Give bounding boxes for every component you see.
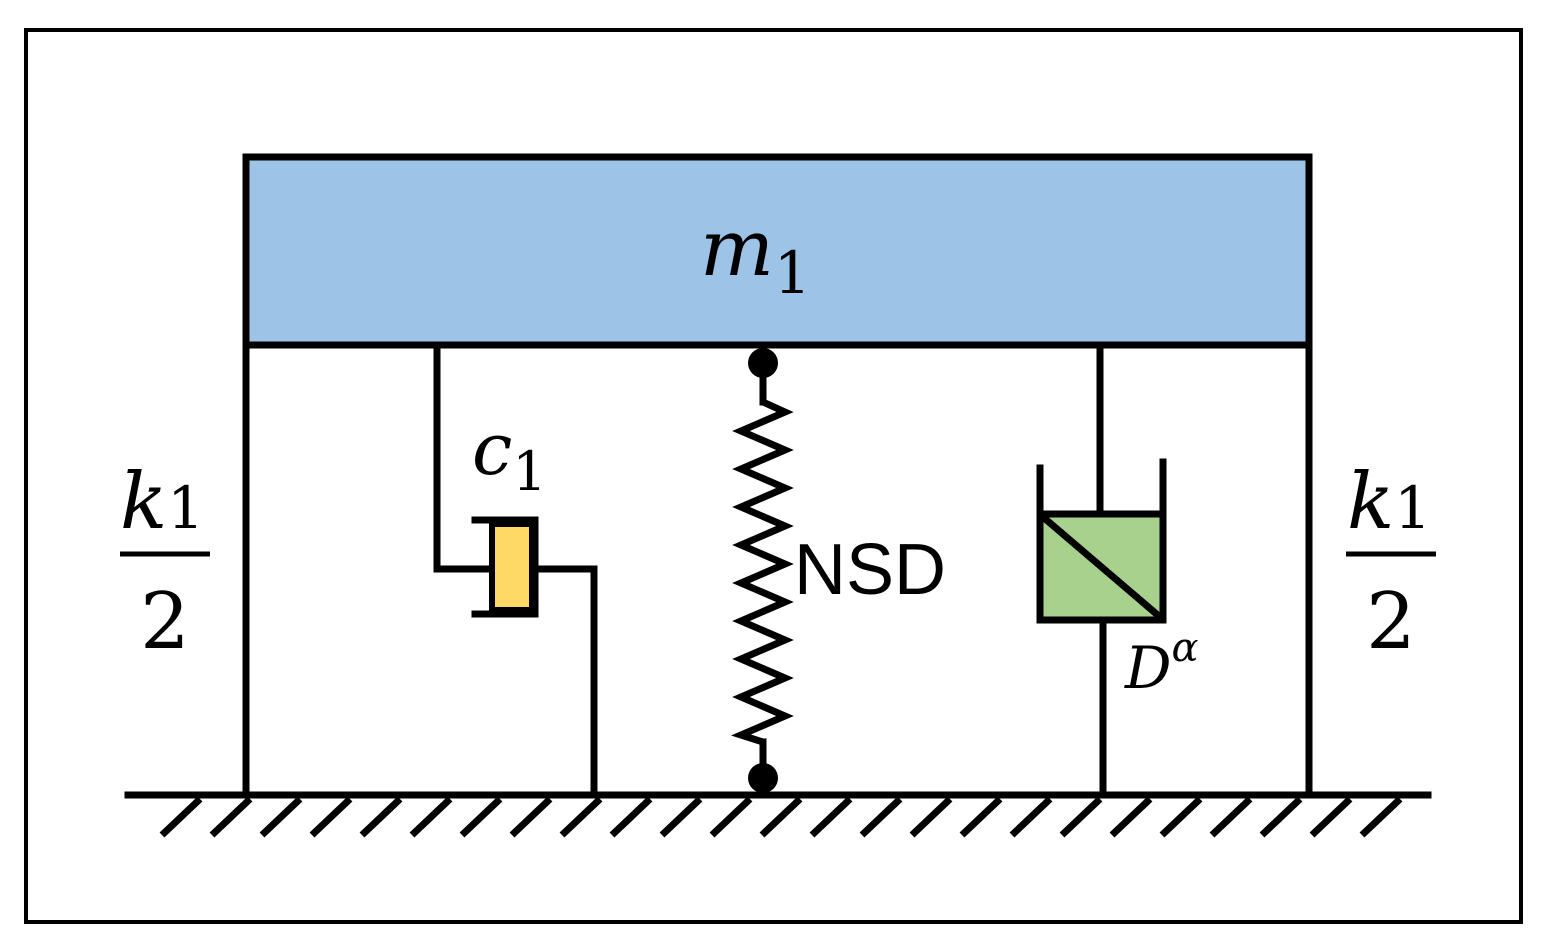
fractional-element [1036,341,1167,799]
diagram-frame [24,28,1523,924]
spring-bottom-node [748,763,778,793]
ground-hatch-line [1309,796,1353,838]
spring-label: NSD [794,530,946,610]
ground-hatch-line [409,796,453,838]
ground-hatch-line [859,796,903,838]
ground-hatch-line [359,796,403,838]
right-stiffness-label: k1 2 [1346,457,1436,667]
svg-text:2: 2 [140,577,190,667]
ground-hatch-line [309,796,353,838]
damper-label: c1 [472,407,547,503]
ground-hatch-line [759,796,803,838]
ground-hatch-line [709,796,753,838]
ground-hatch-line [259,796,303,838]
left-stiffness-label: k1 2 [120,457,210,667]
ground-hatch-line [609,796,653,838]
ground-hatch-line [1259,796,1303,838]
ground-hatch-line [1009,796,1053,838]
ground-hatch-line [509,796,553,838]
ground-hatch-line [459,796,503,838]
ground-hatch-line [1209,796,1253,838]
viscous-damper [433,341,598,799]
ground-hatch-line [559,796,603,838]
spring-coil [731,398,794,746]
fractional-element-label: Dα [1124,625,1199,702]
svg-text:k1: k1 [120,457,204,547]
ground-hatch-line [209,796,253,838]
ground-hatch-line [1109,796,1153,838]
damper-piston [489,521,535,613]
ground-hatch-line [1359,796,1403,838]
svg-text:k1: k1 [1347,457,1431,547]
ground-hatch-line [1159,796,1203,838]
ground-hatch-line [659,796,703,838]
ground-hatch-line [159,796,203,838]
ground-hatch-line [809,796,853,838]
ground-hatch-line [909,796,953,838]
svg-text:2: 2 [1366,577,1416,667]
spring-top-node [748,348,778,378]
nsd-spring [731,348,794,793]
ground-hatch-line [959,796,1003,838]
ground-hatch-line [1059,796,1103,838]
ground-hatching [159,796,1403,838]
mass-block [242,153,1313,349]
mass-label: m1 [700,204,811,307]
